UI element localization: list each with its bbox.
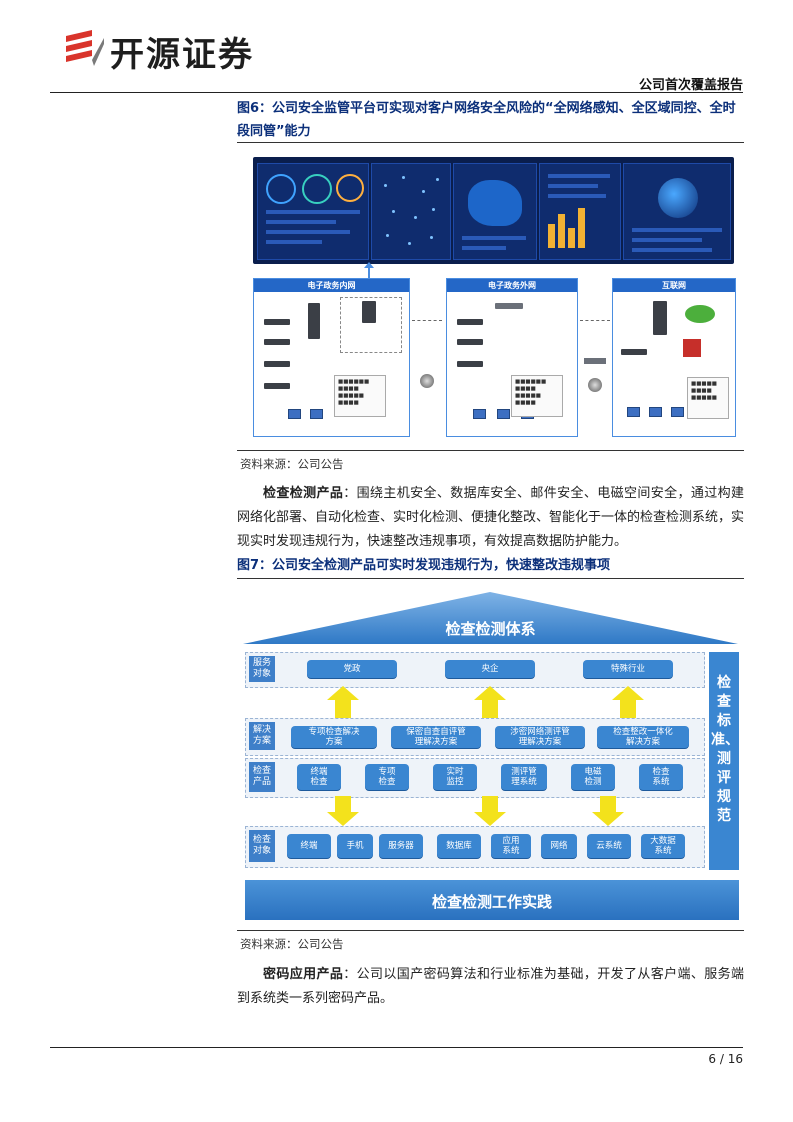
object-item: 云系统 <box>587 834 631 858</box>
zone-egov-extranet: 电子政务外网 ■■■■■■■■■■■■■■■■■■■ <box>446 278 578 437</box>
roof-shape <box>243 592 738 644</box>
body-paragraph-inspection: 检查检测产品：围绕主机安全、数据库安全、邮件安全、电磁空间安全，通过构建网络化部… <box>237 482 744 554</box>
base-bar <box>245 880 739 920</box>
server-icon <box>308 303 320 339</box>
monitoring-dashboard-image <box>253 157 734 264</box>
base-title: 检查检测工作实践 <box>431 893 552 911</box>
paragraph-text: ：公司以国产密码算法和行业标准为基础，开发了从客户端、服务端到系统类一系列密码产… <box>237 967 744 1006</box>
side-title: 检查标准、测评规范 <box>711 675 739 824</box>
dashboard-globe <box>623 163 731 260</box>
object-item: 网络 <box>541 834 577 858</box>
dashboard-map <box>453 163 537 260</box>
paragraph-lead: 密码应用产品 <box>263 967 344 982</box>
row-label: 检查 产品 <box>249 762 275 792</box>
object-item: 数据库 <box>437 834 481 858</box>
service-target-item: 党政 <box>307 660 397 678</box>
page-number: 6 / 16 <box>708 1052 743 1066</box>
computer-icon <box>473 409 486 419</box>
object-item: 大数据 系统 <box>641 834 685 858</box>
firewall-icon <box>683 339 701 357</box>
computer-icon <box>497 409 510 419</box>
server-icon <box>457 361 483 367</box>
computer-icon <box>627 407 640 417</box>
report-type: 公司首次覆盖报告 <box>638 78 743 93</box>
figure7-bottom-rule <box>237 930 744 931</box>
brand-logo-icon <box>66 30 104 66</box>
server-icon <box>362 301 376 323</box>
object-item: 终端 <box>287 834 331 858</box>
link-connector <box>412 300 442 430</box>
object-item: 手机 <box>337 834 373 858</box>
zone-internet: 互联网 ■■■■■■■■■■■■■■ <box>612 278 736 437</box>
computer-icon <box>671 407 684 417</box>
server-icon <box>457 339 483 345</box>
server-icon <box>264 361 290 367</box>
inspection-system-diagram: 检查检测体系 检查标准、测评规范 服务 对象 党政 央企 特殊行业 解决 方案 … <box>237 588 744 928</box>
roof-title: 检查检测体系 <box>445 620 536 638</box>
zone-title: 电子政务内网 <box>254 279 409 292</box>
row-label: 解决 方案 <box>249 722 275 750</box>
computer-icon <box>310 409 323 419</box>
figure7-caption: 图7：公司安全检测产品可实时发现违规行为，快速整改违规事项 <box>237 558 611 573</box>
up-arrows <box>327 686 644 718</box>
solution-item: 涉密网络测评管 理解决方案 <box>495 726 585 748</box>
header-divider <box>50 92 743 93</box>
zone-title: 互联网 <box>613 279 735 292</box>
figure6-source: 资料来源：公司公告 <box>240 457 344 471</box>
brand-name: 开源证券 <box>110 35 254 75</box>
zone-egov-intranet: 电子政务内网 ■■■■■■■■■■■■■■■■■■■ <box>253 278 410 437</box>
zone-title: 电子政务外网 <box>447 279 577 292</box>
solution-item: 检查整改一体化 解决方案 <box>597 726 689 748</box>
paragraph-text: ：围绕主机安全、数据库安全、邮件安全、电磁空间安全，通过构建网络化部署、自动化检… <box>237 486 745 549</box>
solution-item: 专项检查解决 方案 <box>291 726 377 748</box>
product-item: 检查 系统 <box>639 764 683 790</box>
side-pillar <box>709 652 739 870</box>
product-item: 实时 监控 <box>433 764 477 790</box>
product-item: 终端 检查 <box>297 764 341 790</box>
object-item: 应用 系统 <box>491 834 531 858</box>
product-item: 测评管 理系统 <box>501 764 547 790</box>
figure7-source: 资料来源：公司公告 <box>240 937 344 951</box>
figure7-top-rule <box>237 578 744 579</box>
computer-icon <box>288 409 301 419</box>
figure6-bottom-rule <box>237 450 744 451</box>
product-item: 电磁 检测 <box>571 764 615 790</box>
object-item: 服务器 <box>379 834 423 858</box>
row-label: 服务 对象 <box>249 656 275 682</box>
figure6-caption: 图6：公司安全监管平台可实现对客户网络安全风险的“全网络感知、全区域同控、全时段… <box>237 101 736 139</box>
dashboard-charts <box>539 163 621 260</box>
paragraph-lead: 检查检测产品 <box>263 486 344 501</box>
server-icon <box>264 319 290 325</box>
dashboard-panel <box>257 163 369 260</box>
figure6-top-rule <box>237 142 744 143</box>
server-icon <box>653 301 667 335</box>
footer-divider <box>50 1047 743 1048</box>
body-paragraph-crypto: 密码应用产品：公司以国产密码算法和行业标准为基础，开发了从客户端、服务端到系统类… <box>237 963 744 1011</box>
server-icon <box>264 339 290 345</box>
computer-icon <box>649 407 662 417</box>
server-icon <box>621 349 647 355</box>
solution-item: 保密自查自评管 理解决方案 <box>391 726 481 748</box>
product-item: 专项 检查 <box>365 764 409 790</box>
server-icon <box>457 319 483 325</box>
row-label: 检查 对象 <box>249 830 275 862</box>
service-target-item: 央企 <box>445 660 535 678</box>
service-target-item: 特殊行业 <box>583 660 673 678</box>
down-arrows <box>327 796 624 826</box>
cloud-icon <box>685 305 715 323</box>
server-icon <box>264 383 290 389</box>
dashboard-network-graph <box>371 163 451 260</box>
link-connector <box>580 300 610 430</box>
